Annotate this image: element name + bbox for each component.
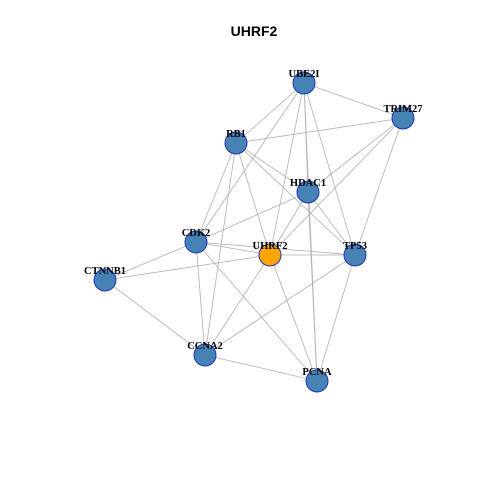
node-circle-ube2i[interactable] [292, 71, 316, 95]
node-label-ccna2: CCNA2 [187, 341, 223, 352]
node-label-tp53: TP53 [343, 241, 367, 252]
edge-rb1-uhrf2 [235, 142, 271, 256]
edge-rb1-tp53 [235, 142, 356, 256]
node-uhrf2[interactable]: UHRF2 [253, 241, 288, 267]
node-label-cdk2: CDK2 [182, 228, 211, 239]
node-circle-trim27[interactable] [391, 106, 415, 130]
node-circle-cdk2[interactable] [184, 230, 208, 254]
edge-trim27-rb1 [235, 117, 404, 144]
edge-cdk2-ctnnb1 [104, 241, 197, 281]
node-ccna2[interactable]: CCNA2 [187, 341, 223, 367]
node-circle-tp53[interactable] [343, 243, 367, 267]
edge-tp53-pcna [316, 254, 356, 382]
node-label-hdac1: HDAC1 [290, 178, 326, 189]
node-label-pcna: PCNA [302, 367, 332, 378]
node-circle-rb1[interactable] [224, 131, 248, 155]
edge-ube2i-cdk2 [195, 82, 305, 243]
edge-cdk2-pcna [195, 241, 318, 382]
node-label-rb1: RB1 [226, 129, 246, 140]
node-circle-pcna[interactable] [305, 369, 329, 393]
edge-layer [104, 82, 404, 382]
node-label-ctnnb1: CTNNB1 [84, 266, 126, 277]
node-circle-uhrf2[interactable] [258, 243, 282, 267]
edge-cdk2-uhrf2 [195, 241, 271, 256]
edge-uhrf2-pcna [269, 254, 318, 382]
node-label-trim27: TRIM27 [383, 104, 422, 115]
edge-hdac1-pcna [307, 191, 318, 382]
edge-trim27-hdac1 [307, 117, 404, 193]
diagram-title: UHRF2 [231, 23, 278, 39]
edge-trim27-uhrf2 [269, 117, 404, 256]
edge-ube2i-rb1 [235, 82, 305, 144]
node-tp53[interactable]: TP53 [343, 241, 367, 267]
edge-ctnnb1-ccna2 [104, 279, 206, 356]
edge-ccna2-pcna [204, 354, 318, 382]
edge-trim27-tp53 [354, 117, 404, 256]
node-cdk2[interactable]: CDK2 [182, 228, 211, 254]
node-ctnnb1[interactable]: CTNNB1 [84, 266, 126, 292]
edge-ube2i-tp53 [303, 82, 356, 256]
edge-hdac1-uhrf2 [269, 191, 309, 256]
node-ube2i[interactable]: UBE2I [289, 69, 320, 95]
edge-rb1-cdk2 [195, 142, 237, 243]
node-rb1[interactable]: RB1 [224, 129, 248, 155]
node-circle-ccna2[interactable] [193, 343, 217, 367]
edge-uhrf2-ctnnb1 [104, 254, 271, 281]
node-trim27[interactable]: TRIM27 [383, 104, 423, 130]
edge-tp53-ccna2 [204, 254, 356, 356]
node-label-uhrf2: UHRF2 [253, 241, 288, 252]
edge-ube2i-uhrf2 [269, 82, 305, 256]
node-hdac1[interactable]: HDAC1 [290, 178, 326, 204]
edge-hdac1-cdk2 [195, 191, 309, 243]
node-circle-ctnnb1[interactable] [93, 268, 117, 292]
edge-cdk2-ccna2 [195, 241, 206, 356]
node-label-ube2i: UBE2I [289, 69, 320, 80]
edge-ube2i-trim27 [303, 82, 404, 119]
node-circle-hdac1[interactable] [296, 180, 320, 204]
node-pcna[interactable]: PCNA [302, 367, 332, 393]
edge-hdac1-tp53 [307, 191, 356, 256]
edge-rb1-ccna2 [204, 142, 237, 356]
edge-uhrf2-ccna2 [204, 254, 271, 356]
edge-rb1-hdac1 [235, 142, 309, 193]
